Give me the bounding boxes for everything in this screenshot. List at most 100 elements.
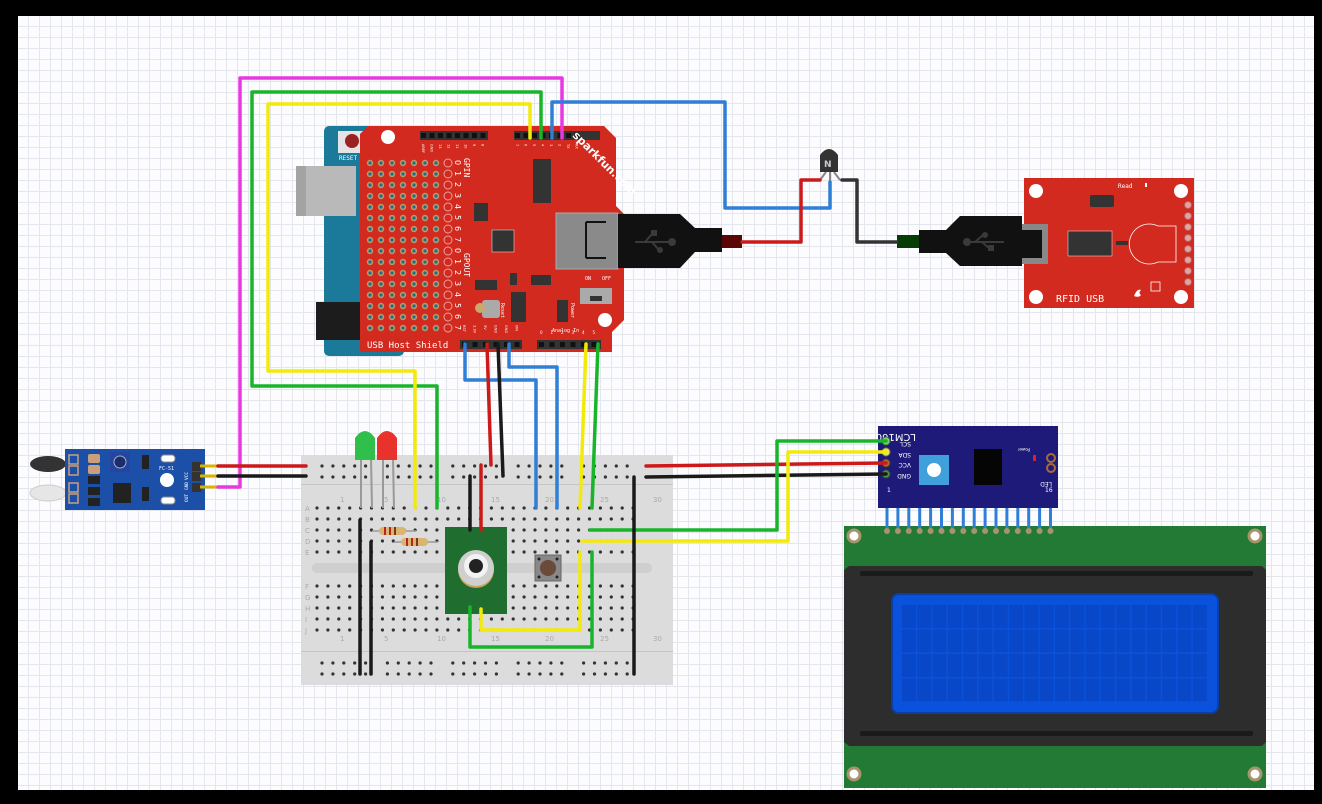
usb-cable-shield[interactable] [618, 214, 742, 268]
breadboard-hole[interactable] [598, 628, 603, 632]
jumper-yellow[interactable] [479, 550, 582, 632]
breadboard-hole[interactable] [326, 517, 330, 521]
rail-hole[interactable] [494, 475, 498, 479]
breadboard-hole[interactable] [609, 550, 613, 554]
rail-hole[interactable] [385, 464, 389, 468]
breadboard-hole[interactable] [326, 617, 330, 621]
breadboard-hole[interactable] [348, 528, 352, 532]
breadboard-hole[interactable] [435, 606, 439, 610]
breadboard-hole[interactable] [620, 628, 624, 632]
breadboard-hole[interactable] [609, 584, 613, 588]
rail-hole[interactable] [527, 661, 531, 665]
rail-hole[interactable] [385, 475, 389, 479]
rail-hole[interactable] [429, 475, 433, 479]
breadboard-hole[interactable] [337, 617, 341, 621]
rail-hole[interactable] [473, 464, 477, 468]
breadboard-hole[interactable] [544, 550, 548, 554]
breadboard-hole[interactable] [413, 606, 417, 610]
wire-yellow-sda[interactable] [580, 450, 888, 543]
breadboard-hole[interactable] [566, 595, 570, 599]
breadboard-hole[interactable] [315, 628, 319, 632]
breadboard-hole[interactable] [544, 517, 548, 521]
npn-transistor[interactable]: N [819, 149, 841, 181]
wire-magenta[interactable] [216, 76, 564, 489]
breadboard-hole[interactable] [544, 617, 548, 621]
breadboard-hole[interactable] [598, 606, 603, 610]
breadboard-hole[interactable] [489, 517, 493, 521]
breadboard-hole[interactable] [402, 606, 406, 610]
breadboard-hole[interactable] [457, 506, 461, 510]
rail-hole[interactable] [331, 672, 335, 676]
rail-hole[interactable] [603, 672, 608, 676]
rail-hole[interactable] [494, 661, 498, 665]
led-red[interactable] [377, 431, 397, 509]
ir-obstacle-sensor[interactable]: FC-51 VCC GND OUT [29, 449, 218, 510]
breadboard-hole[interactable] [533, 617, 537, 621]
breadboard-hole[interactable] [620, 617, 624, 621]
breadboard-hole[interactable] [413, 550, 417, 554]
breadboard-hole[interactable] [315, 617, 319, 621]
breadboard-hole[interactable] [566, 539, 570, 543]
rail-hole[interactable] [342, 672, 346, 676]
push-button[interactable] [534, 554, 562, 582]
breadboard-hole[interactable] [457, 617, 461, 621]
jumper-green[interactable] [468, 550, 594, 649]
rail-hole[interactable] [418, 661, 422, 665]
breadboard-hole[interactable] [326, 595, 330, 599]
breadboard-hole[interactable] [457, 517, 461, 521]
rail-hole[interactable] [331, 475, 335, 479]
leds[interactable] [355, 431, 397, 509]
breadboard-hole[interactable] [598, 517, 603, 521]
breadboard-hole[interactable] [522, 539, 526, 543]
breadboard-hole[interactable] [555, 539, 559, 543]
breadboard-hole[interactable] [348, 539, 352, 543]
breadboard-hole[interactable] [348, 506, 352, 510]
breadboard-hole[interactable] [435, 628, 439, 632]
rail-hole[interactable] [592, 672, 597, 676]
breadboard-hole[interactable] [424, 595, 428, 599]
rail-hole[interactable] [396, 672, 400, 676]
rail-hole[interactable] [538, 661, 542, 665]
breadboard-hole[interactable] [446, 628, 450, 632]
breadboard-hole[interactable] [402, 628, 406, 632]
breadboard-hole[interactable] [544, 506, 548, 510]
breadboard-hole[interactable] [620, 584, 624, 588]
rail-hole[interactable] [560, 464, 564, 468]
rail-hole[interactable] [614, 661, 618, 665]
breadboard-hole[interactable] [544, 528, 548, 532]
rail-hole[interactable] [494, 464, 498, 468]
rail-hole[interactable] [603, 661, 608, 665]
breadboard-hole[interactable] [522, 528, 526, 532]
wire-red[interactable] [644, 461, 888, 468]
rail-hole[interactable] [364, 475, 368, 479]
rail-hole[interactable] [342, 661, 346, 665]
rail-hole[interactable] [396, 475, 400, 479]
breadboard-hole[interactable] [315, 606, 319, 610]
wire-blue[interactable] [550, 100, 832, 210]
breadboard-hole[interactable] [413, 617, 417, 621]
rail-hole[interactable] [396, 661, 400, 665]
rail-hole[interactable] [516, 475, 520, 479]
breadboard-hole[interactable] [598, 506, 603, 510]
breadboard-hole[interactable] [566, 528, 570, 532]
breadboard-hole[interactable] [315, 595, 319, 599]
breadboard-hole[interactable] [380, 595, 384, 599]
breadboard-hole[interactable] [577, 528, 581, 532]
rail-hole[interactable] [494, 672, 498, 676]
breadboard-hole[interactable] [402, 550, 406, 554]
breadboard-hole[interactable] [533, 517, 537, 521]
rail-hole[interactable] [418, 464, 422, 468]
wire-red[interactable] [485, 342, 493, 467]
rail-hole[interactable] [483, 475, 488, 479]
breadboard-hole[interactable] [609, 506, 613, 510]
led-green[interactable] [355, 431, 375, 509]
breadboard-hole[interactable] [315, 584, 319, 588]
breadboard-hole[interactable] [435, 595, 439, 599]
rail-hole[interactable] [364, 672, 368, 676]
breadboard-hole[interactable] [424, 517, 428, 521]
breadboard-hole[interactable] [522, 506, 526, 510]
breadboard-hole[interactable] [402, 506, 406, 510]
breadboard-hole[interactable] [522, 606, 526, 610]
breadboard-hole[interactable] [620, 606, 624, 610]
rail-hole[interactable] [385, 672, 389, 676]
